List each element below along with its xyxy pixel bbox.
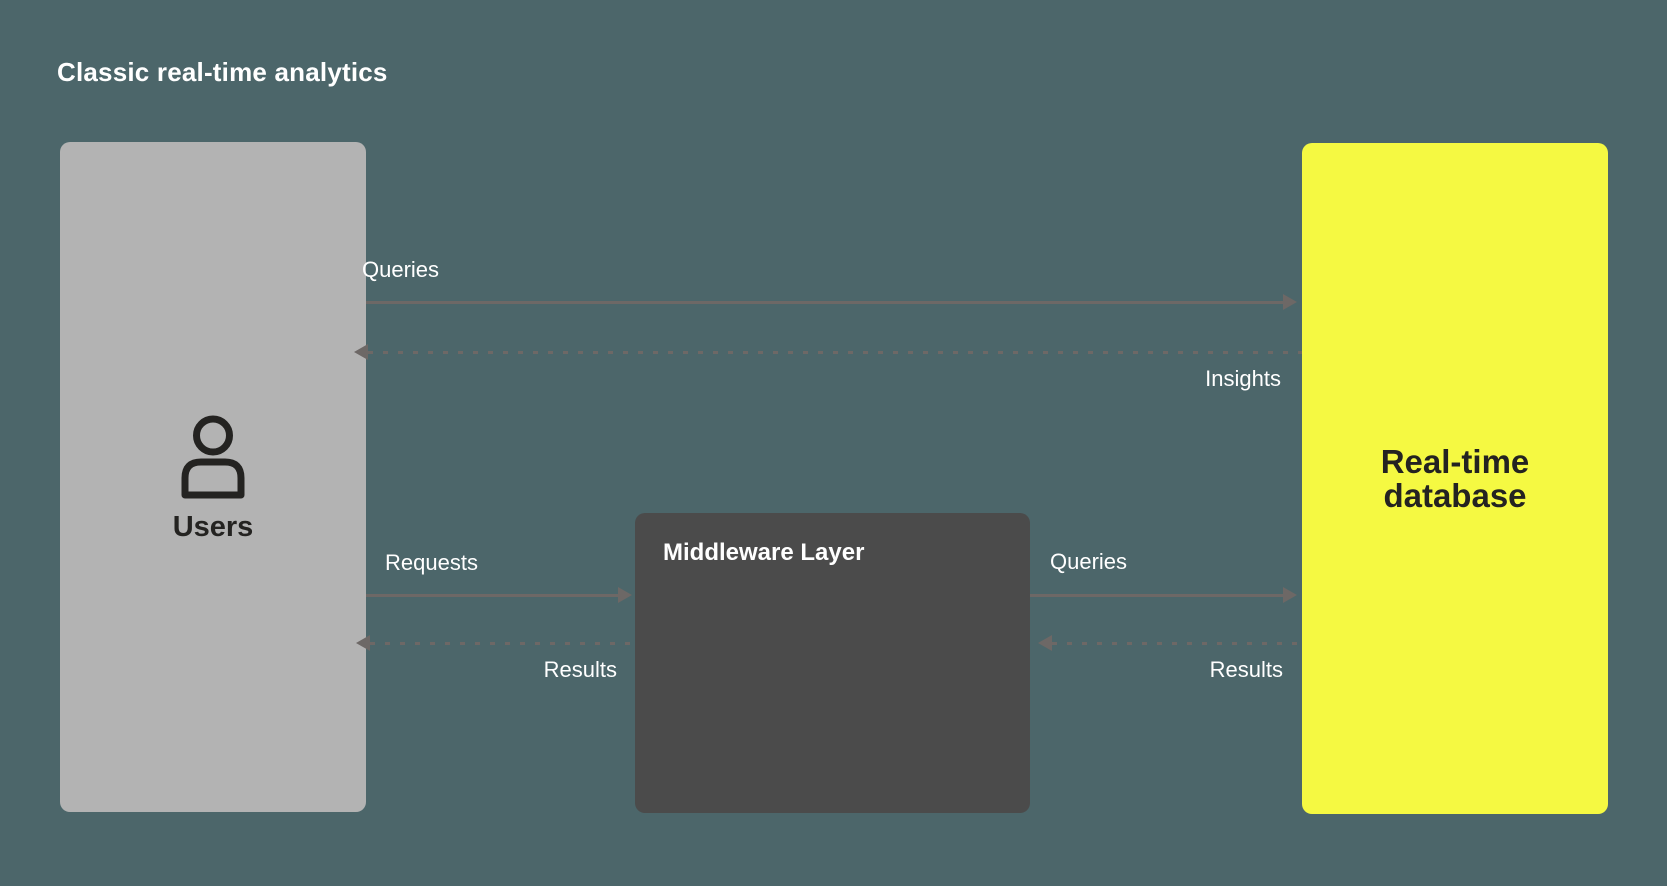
- queries-top-label: Queries: [362, 257, 440, 282]
- arrow-line: [1030, 593, 1283, 597]
- database-node-label: Real-time database: [1380, 442, 1530, 514]
- arrowhead-right-icon: [1283, 587, 1297, 603]
- users-node-label: Users: [172, 510, 254, 543]
- user-icon: [181, 415, 245, 498]
- users-node-content: Users: [172, 415, 254, 544]
- insights-arrow: [354, 344, 1302, 360]
- middleware-node: Middleware Layer: [635, 513, 1030, 813]
- users-node: Users: [60, 142, 366, 812]
- arrow-line: [366, 300, 1283, 304]
- queries-top-arrow: [366, 294, 1297, 310]
- diagram-title: Classic real-time analytics: [57, 57, 388, 87]
- queries-middle-label: Queries: [1050, 549, 1128, 574]
- arrow-line: [1052, 641, 1302, 645]
- requests-label: Requests: [385, 550, 478, 575]
- middleware-node-label: Middleware Layer: [663, 539, 865, 566]
- results-right-label: Results: [1209, 657, 1283, 682]
- insights-label: Insights: [1205, 366, 1281, 391]
- results-left-label: Results: [543, 657, 617, 682]
- arrowhead-left-icon: [354, 344, 368, 360]
- requests-arrow: [366, 587, 632, 603]
- database-node: Real-time database: [1302, 143, 1608, 814]
- results-left-arrow: [356, 635, 635, 651]
- arrowhead-right-icon: [618, 587, 632, 603]
- arrowhead-left-icon: [356, 635, 370, 651]
- results-right-arrow: [1038, 635, 1302, 651]
- arrowhead-right-icon: [1283, 294, 1297, 310]
- arrow-line: [368, 350, 1302, 354]
- arrow-line: [366, 593, 618, 597]
- arrowhead-left-icon: [1038, 635, 1052, 651]
- arrow-line: [370, 641, 635, 645]
- queries-middle-arrow: [1030, 587, 1297, 603]
